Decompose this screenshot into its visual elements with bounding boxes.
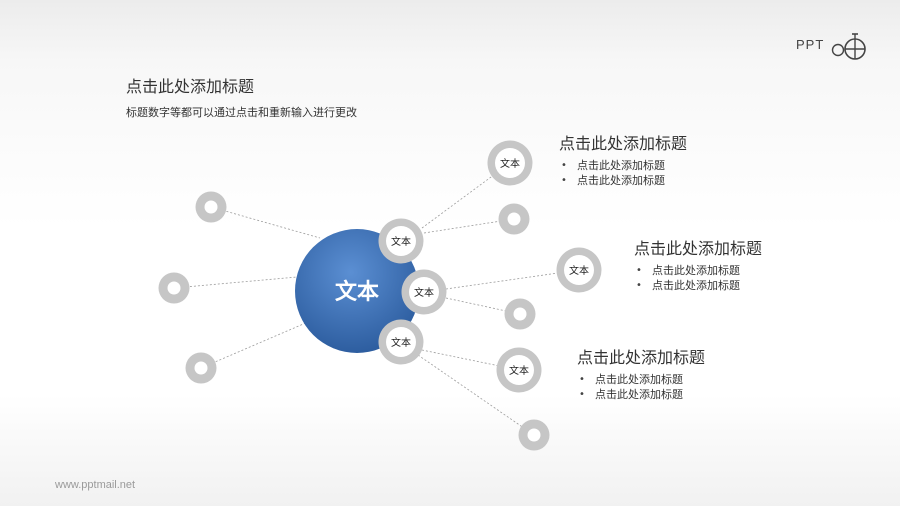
outer-node-label: 文本 bbox=[500, 157, 520, 170]
callout-1: 点击此处添加标题 点击此处添加标题 点击此处添加标题 bbox=[559, 130, 687, 188]
connector-line bbox=[445, 297, 521, 315]
callout-bullet-item[interactable]: 点击此处添加标题 bbox=[561, 173, 687, 188]
outer-node-label: 文本 bbox=[509, 364, 529, 377]
slide-subtitle[interactable]: 标题数字等都可以通过点击和重新输入进行更改 bbox=[126, 106, 357, 119]
callout-bullet-item[interactable]: 点击此处添加标题 bbox=[561, 158, 687, 173]
callout-bullet-item[interactable]: 点击此处添加标题 bbox=[636, 278, 762, 293]
outer-node-small bbox=[158, 272, 190, 304]
callout-bullet-list: 点击此处添加标题 点击此处添加标题 bbox=[577, 372, 705, 402]
outer-node-small bbox=[195, 191, 227, 223]
callout-3: 点击此处添加标题 点击此处添加标题 点击此处添加标题 bbox=[577, 344, 705, 402]
inner-node-label: 文本 bbox=[391, 336, 411, 349]
connector-line bbox=[173, 276, 298, 289]
callout-title[interactable]: 点击此处添加标题 bbox=[559, 134, 688, 153]
outer-node-small bbox=[518, 419, 550, 451]
outer-node-small bbox=[498, 203, 530, 235]
inner-node-label: 文本 bbox=[391, 235, 411, 248]
callout-bullet-item[interactable]: 点击此处添加标题 bbox=[579, 387, 705, 402]
callout-bullet-item[interactable]: 点击此处添加标题 bbox=[579, 372, 705, 387]
callout-bullet-list: 点击此处添加标题 点击此处添加标题 bbox=[559, 158, 687, 188]
inner-node-label: 文本 bbox=[414, 286, 434, 299]
connector-lines bbox=[173, 162, 580, 436]
center-node: 文本 bbox=[295, 229, 419, 353]
callout-title[interactable]: 点击此处添加标题 bbox=[577, 348, 706, 367]
outer-node-labeled: 文本 bbox=[496, 347, 542, 393]
outer-node-small bbox=[504, 298, 536, 330]
outer-node-labeled: 文本 bbox=[487, 140, 533, 186]
inner-node: 文本 bbox=[378, 218, 424, 264]
connector-line bbox=[421, 349, 520, 371]
footer-url: www.pptmail.net bbox=[55, 479, 136, 491]
connector-line bbox=[423, 218, 515, 234]
connector-line bbox=[200, 321, 309, 369]
connector-line bbox=[210, 206, 321, 239]
callout-2: 点击此处添加标题 点击此处添加标题 点击此处添加标题 bbox=[634, 235, 762, 293]
outer-node-small bbox=[185, 352, 217, 384]
ppt-logo: PPT bbox=[796, 31, 871, 63]
outer-node-labeled: 文本 bbox=[556, 247, 602, 293]
center-node-label: 文本 bbox=[335, 279, 379, 305]
inner-node: 文本 bbox=[378, 319, 424, 365]
outer-node-label: 文本 bbox=[569, 264, 589, 277]
callout-title[interactable]: 点击此处添加标题 bbox=[634, 239, 763, 258]
callout-bullet-item[interactable]: 点击此处添加标题 bbox=[636, 263, 762, 278]
slide-title[interactable]: 点击此处添加标题 bbox=[126, 77, 255, 96]
logo-text: PPT bbox=[796, 37, 825, 52]
logo-stopwatch-icon bbox=[831, 33, 866, 60]
inner-node: 文本 bbox=[401, 269, 447, 315]
connector-line bbox=[417, 354, 535, 436]
callout-bullet-list: 点击此处添加标题 点击此处添加标题 bbox=[634, 263, 762, 293]
